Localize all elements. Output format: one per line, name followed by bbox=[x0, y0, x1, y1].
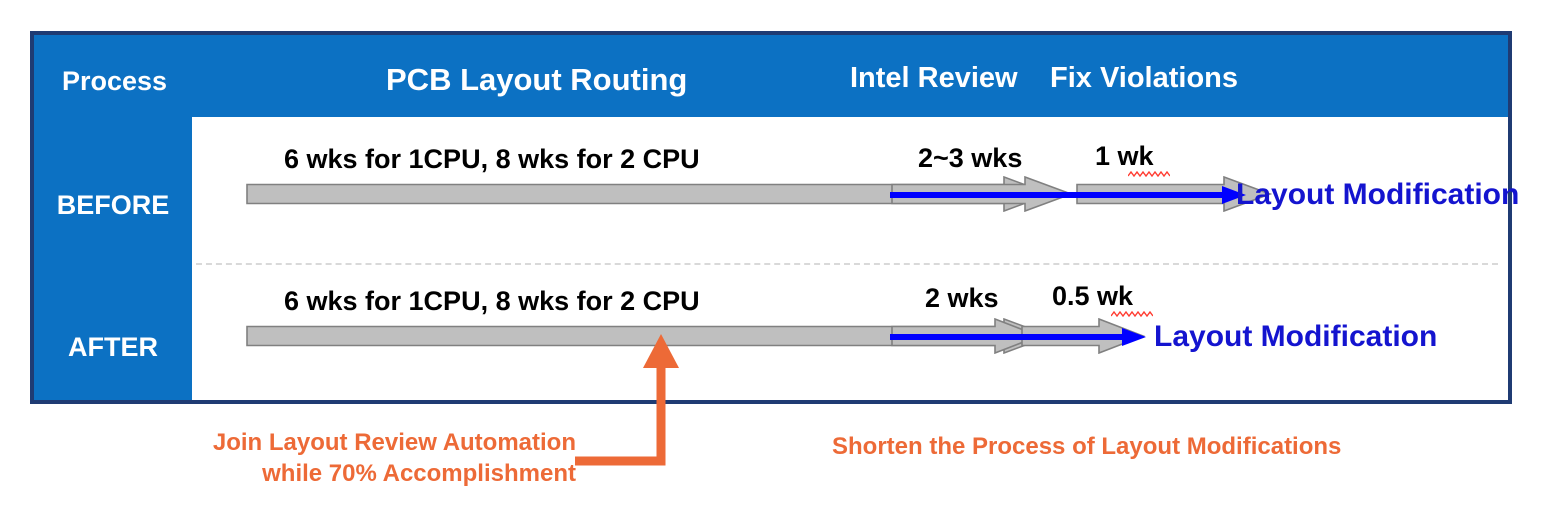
after-layout-modification-arrow bbox=[890, 328, 1146, 346]
automation-note-line2: while 70% Accomplishment bbox=[262, 459, 576, 487]
row-label-sidebar bbox=[34, 117, 192, 400]
stage-header-pcb-layout-routing: PCB Layout Routing bbox=[386, 62, 688, 97]
row-label-before: BEFORE bbox=[56, 190, 170, 220]
after-fix-duration-label: 0.5 wk bbox=[1052, 281, 1134, 311]
after-fix-spellcheck-squiggle bbox=[1111, 311, 1153, 317]
timeline-content: 6 wks for 1CPU, 8 wks for 2 CPU 2~3 wks … bbox=[192, 117, 1519, 400]
after-review-duration-label: 2 wks bbox=[925, 283, 999, 313]
before-routing-duration-label: 6 wks for 1CPU, 8 wks for 2 CPU bbox=[284, 144, 700, 174]
before-review-duration-label: 2~3 wks bbox=[918, 143, 1023, 173]
stage-header-fix-violations: Fix Violations bbox=[1050, 62, 1239, 94]
automation-note: Join Layout Review Automation while 70% … bbox=[172, 428, 576, 489]
shorten-process-note: Shorten the Process of Layout Modificati… bbox=[832, 433, 1342, 460]
automation-note-line1: Join Layout Review Automation bbox=[212, 429, 576, 456]
after-outcome-label: Layout Modification bbox=[1154, 320, 1438, 353]
after-routing-duration-label: 6 wks for 1CPU, 8 wks for 2 CPU bbox=[284, 286, 700, 316]
process-comparison-panel: Process PCB Layout Routing Intel Review … bbox=[30, 31, 1519, 404]
before-layout-modification-arrow bbox=[890, 186, 1246, 204]
row-label-after: AFTER bbox=[68, 332, 158, 362]
before-outcome-label: Layout Modification bbox=[1236, 178, 1520, 211]
before-fix-spellcheck-squiggle bbox=[1128, 171, 1170, 177]
before-fix-duration-label: 1 wk bbox=[1095, 141, 1154, 171]
process-column-header: Process bbox=[62, 66, 168, 96]
header-band bbox=[34, 35, 1508, 117]
stage-header-intel-review: Intel Review bbox=[850, 62, 1018, 94]
row-divider bbox=[196, 263, 1498, 265]
automation-callout-arrow bbox=[575, 334, 679, 466]
